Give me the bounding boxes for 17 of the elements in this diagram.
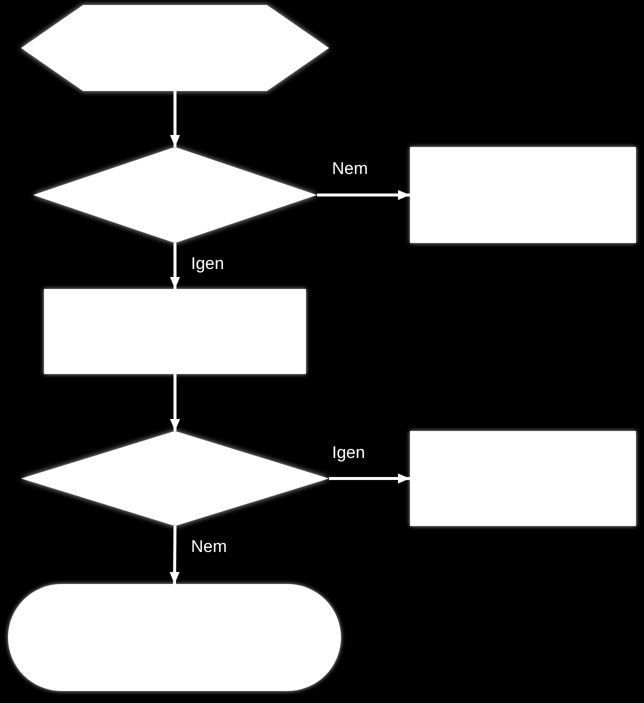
- edge-label: Nem: [332, 158, 368, 180]
- process-box: [410, 431, 636, 526]
- decision-diamond: [33, 147, 317, 243]
- arrow: [170, 374, 180, 431]
- hexagon-shape: [21, 5, 329, 91]
- arrow: [170, 91, 180, 147]
- edge-label: Igen: [332, 442, 366, 464]
- process-box: [410, 147, 636, 243]
- edge-label: Nem: [191, 536, 227, 558]
- arrow: [329, 474, 410, 484]
- edge-label: Igen: [191, 253, 224, 275]
- arrow: [170, 526, 180, 584]
- terminator-shape: [8, 584, 341, 691]
- arrow: [170, 243, 180, 289]
- arrow: [317, 190, 410, 200]
- decision-diamond: [21, 431, 329, 526]
- process-box: [44, 289, 306, 374]
